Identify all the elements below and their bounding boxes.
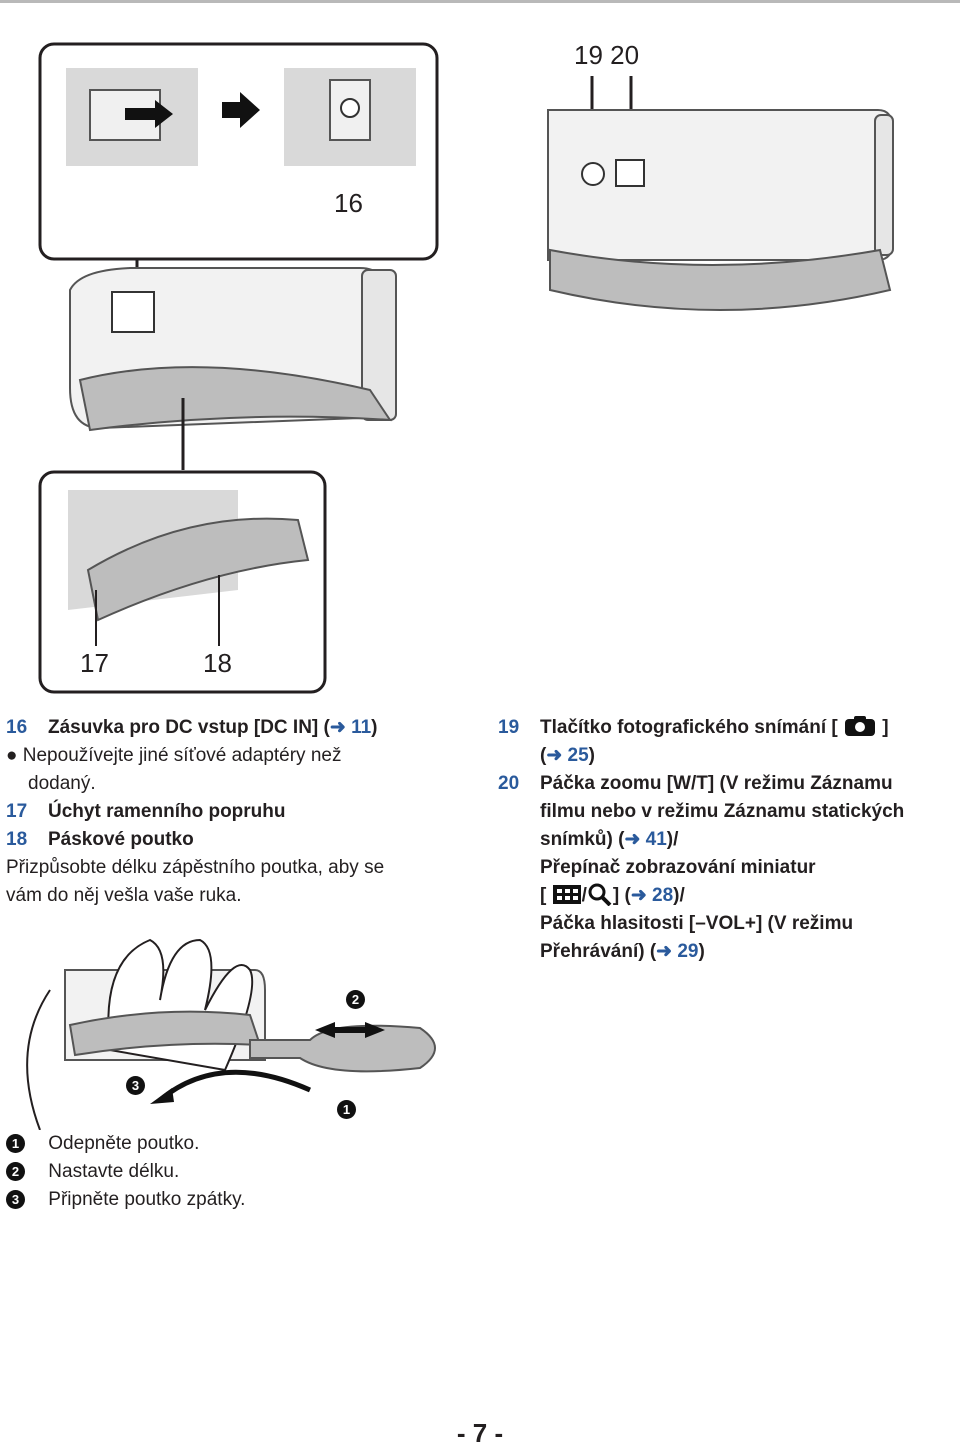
page-ref-11[interactable]: 11 (351, 717, 372, 738)
item-20-line-6: Páčka hlasitosti [–VOL+] (V režimu (540, 913, 854, 934)
item-20-number: 20 (498, 773, 520, 794)
camcorder-left-illustration (38, 42, 439, 694)
callout-19-20: 19 20 (574, 40, 640, 70)
item-20-line-4: Přepínač zobrazování miniatur (540, 857, 816, 878)
camcorder-top-illustration (547, 76, 894, 311)
step-marker-1: 1 (337, 1100, 356, 1119)
arrow-right-icon: ➜ (546, 745, 563, 766)
page-ref-28[interactable]: 28 (652, 885, 674, 906)
step-marker-2: 2 (346, 990, 365, 1009)
step-2: 2 Nastavte délku. (6, 1158, 179, 1186)
page-number: - 7 - (456, 1418, 504, 1448)
item-18-number: 18 (6, 829, 28, 850)
hand-strap-illustration (26, 938, 436, 1130)
item-17-number: 17 (6, 801, 28, 822)
item-20-line-7: Přehrávání) (➜ 29) (540, 941, 705, 962)
step-3: 3 Připněte poutko zpátky. (6, 1186, 245, 1214)
bullet-line-2: dodaný. (28, 773, 96, 794)
bullet-line-1: ● Nepoužívejte jiné síťové adaptéry než (6, 745, 342, 766)
arrow-right-icon: ➜ (630, 885, 647, 906)
top-rule (0, 0, 960, 3)
item-20-line-2: filmu nebo v režimu Záznamu statických (540, 801, 905, 822)
step-1-marker: 1 (6, 1134, 25, 1154)
step-1: 1 Odepněte poutko. (6, 1130, 199, 1158)
arrow-right-icon: ➜ (656, 941, 673, 962)
callout-17: 17 (80, 648, 109, 678)
item-16-number: 16 (6, 717, 28, 738)
arrow-right-icon: ➜ (329, 717, 346, 738)
callout-16: 16 (334, 188, 363, 218)
page-ref-25[interactable]: 25 (567, 745, 589, 766)
callout-18: 18 (203, 648, 232, 678)
page-ref-29[interactable]: 29 (677, 941, 699, 962)
item-20-line-3: snímků) (➜ 41)/ (540, 829, 679, 850)
arrow-right-icon: ➜ (624, 829, 641, 850)
step-3-marker: 3 (6, 1190, 25, 1210)
step-2-marker: 2 (6, 1162, 25, 1182)
note-line-1: Přizpůsobte délku zápěstního poutka, aby… (6, 857, 385, 878)
item-19-number: 19 (498, 717, 520, 738)
thumbnail-grid-icon (552, 885, 581, 904)
item-20-line-5: [ /] (➜ 28)/ (540, 882, 685, 910)
note-line-2: vám do něj vešla vaše ruka. (6, 885, 242, 906)
step-marker-3: 3 (126, 1076, 145, 1095)
item-19-ref: (➜ 25) (540, 745, 595, 766)
magnifier-icon (588, 883, 612, 907)
camera-icon (845, 716, 875, 736)
page-ref-41[interactable]: 41 (645, 829, 667, 850)
